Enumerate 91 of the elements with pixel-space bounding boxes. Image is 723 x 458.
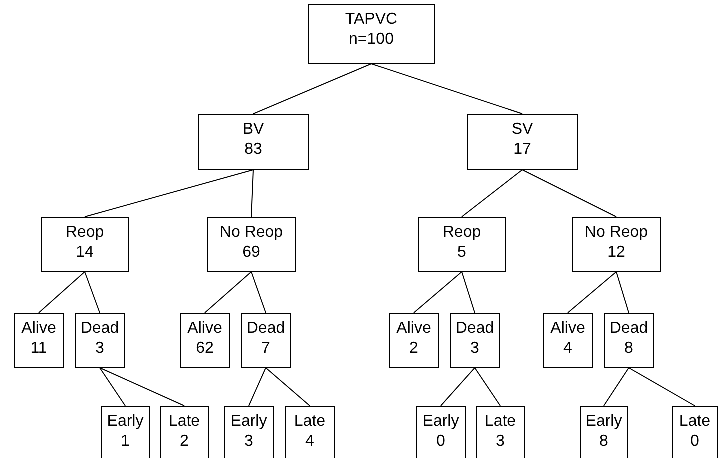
node-label: SV [512,120,534,140]
tree-node-box [198,114,309,170]
node-label: Alive [550,319,586,339]
tree-node-box [580,406,628,458]
connector-line [568,272,617,314]
connector-line [371,64,523,114]
node-count: 7 [262,339,270,359]
tree-node-box [180,313,230,368]
node-label: No Reop [584,223,648,243]
node-label: Alive [396,319,432,339]
node-count: 2 [180,432,189,452]
node-label: Reop [66,223,104,243]
tree-node-box [101,406,150,458]
node-label: Dead [246,319,286,339]
node-label: TAPVC [345,10,398,30]
tree-node-box [285,406,335,458]
node-count: 0 [690,432,700,452]
node-label: Early [586,412,622,432]
tree-node-box [543,313,593,368]
tree-node-box [416,406,466,458]
node-label: Early [107,412,144,432]
node-label: Reop [442,223,482,243]
node-count: 12 [608,243,626,263]
node-count: 83 [244,140,262,160]
tree-node-box [604,313,654,368]
connector-line [251,272,266,314]
node-count: 0 [436,432,446,452]
node-count: 8 [600,432,608,452]
connector-line [474,368,501,406]
tree-node-box [418,217,506,272]
tree-node-box [224,406,274,458]
connector-line [628,368,696,406]
tree-node-box [389,313,439,368]
node-count: 69 [242,243,260,263]
node-count: 62 [196,339,214,359]
node-label: Early [230,412,268,432]
connector-line [253,64,372,114]
node-count: 3 [470,339,480,359]
connector-line [100,368,126,406]
node-label: Early [422,412,460,432]
node-label: Late [484,412,516,432]
node-count: 17 [514,140,532,160]
node-label: Alive [22,319,56,339]
node-label: Late [168,412,200,432]
tree-node-box [672,406,718,458]
tree-node-box [476,406,525,458]
connector-line [522,170,617,218]
node-count: 1 [121,432,130,452]
node-count: 4 [306,432,314,452]
connector-line [248,368,266,406]
connector-line [266,368,310,406]
connector-line [84,272,100,314]
node-count: 14 [76,243,94,263]
connector-line [604,368,630,406]
node-label: Dead [610,319,648,339]
tree-node-box [207,217,296,272]
connector-line [204,272,252,314]
tree-node-box [467,114,578,170]
connector-line [462,170,523,218]
connector-line [414,272,462,314]
connector-line [38,272,86,314]
node-count: 8 [624,339,634,359]
node-label: Late [294,412,326,432]
connector-line [84,170,254,218]
node-label: Dead [80,319,120,339]
node-count: n=100 [349,30,394,50]
tree-node-box [572,217,661,272]
node-count: 4 [564,339,572,359]
connector-line [462,272,476,314]
connector-line [440,368,476,406]
connector-line [100,368,185,406]
node-count: 3 [244,432,254,452]
connector-line [251,170,254,218]
tree-node-box [160,406,209,458]
node-count: 5 [458,243,466,263]
tree-node-box [308,4,435,64]
node-label: BV [242,120,264,140]
tree-node-box [241,313,291,368]
tree-node-box [14,313,64,368]
tree-node-box [41,217,129,272]
node-count: 2 [410,339,418,359]
tree-node-box [75,313,125,368]
connector-line [616,272,630,314]
node-count: 3 [96,339,104,359]
node-label: Alive [188,319,222,339]
node-label: Dead [456,319,494,339]
node-label: Late [679,412,711,432]
node-count: 11 [30,339,48,359]
tree-node-box [450,313,500,368]
node-label: No Reop [220,223,284,243]
node-count: 3 [496,432,505,452]
